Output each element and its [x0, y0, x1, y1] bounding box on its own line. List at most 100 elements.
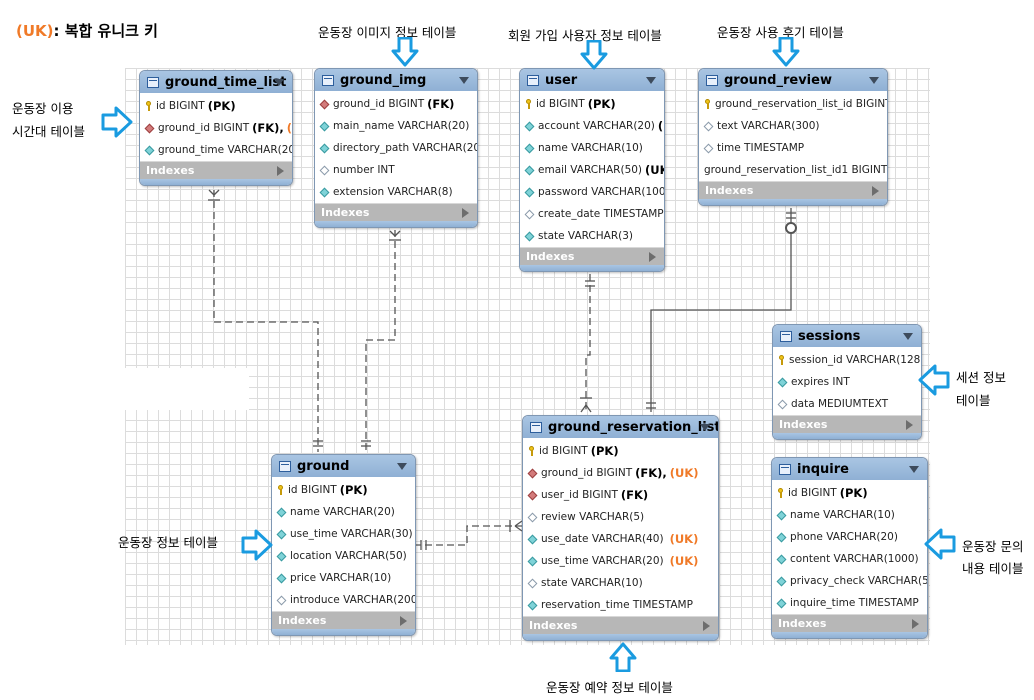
- field-text: name VARCHAR(10): [790, 509, 895, 521]
- arrow-left-icon: [918, 364, 950, 396]
- table-field[interactable]: user_id BIGINT(FK): [523, 484, 718, 506]
- column-icon: [524, 143, 535, 153]
- table-field[interactable]: session_id VARCHAR(128)(PK): [773, 349, 921, 371]
- table-field[interactable]: password VARCHAR(100): [520, 181, 664, 203]
- table-field[interactable]: use_time VARCHAR(20)(UK): [523, 550, 718, 572]
- column-icon: [319, 121, 330, 131]
- table-field[interactable]: name VARCHAR(10): [520, 137, 664, 159]
- column-icon: [144, 145, 155, 155]
- column-icon: [776, 554, 787, 564]
- table-field[interactable]: content VARCHAR(1000): [772, 548, 927, 570]
- table-field[interactable]: use_time VARCHAR(30): [272, 523, 415, 545]
- table-header[interactable]: ground: [272, 455, 415, 477]
- table-footer: [315, 221, 477, 227]
- column-icon: [524, 231, 535, 241]
- table-header[interactable]: ground_reservation_list: [523, 416, 718, 438]
- table-field[interactable]: data MEDIUMTEXT: [773, 393, 921, 415]
- table-field[interactable]: id BIGINT(PK): [140, 95, 292, 117]
- table-field[interactable]: id BIGINT(PK): [772, 482, 927, 504]
- indexes-section[interactable]: Indexes: [699, 181, 887, 199]
- table-field[interactable]: id BIGINT(PK): [520, 93, 664, 115]
- table-header[interactable]: ground_time_list: [140, 71, 292, 93]
- chevron-right-icon[interactable]: [912, 619, 919, 629]
- table-field[interactable]: create_date TIMESTAMP: [520, 203, 664, 225]
- chevron-right-icon[interactable]: [872, 186, 879, 196]
- arrow-right-icon: [101, 106, 133, 138]
- table-field[interactable]: name VARCHAR(20): [272, 501, 415, 523]
- arrow-down-icon: [391, 37, 419, 67]
- field-text: id BIGINT: [788, 487, 837, 499]
- table-field[interactable]: state VARCHAR(10): [523, 572, 718, 594]
- table-field[interactable]: ground_reservation_list_id1 BIGINT: [699, 159, 887, 181]
- chevron-right-icon[interactable]: [400, 616, 407, 626]
- indexes-section[interactable]: Indexes: [773, 415, 921, 433]
- table-field[interactable]: ground_id BIGINT(FK),(UK): [140, 117, 292, 139]
- arrow-down-icon: [580, 40, 608, 70]
- table-field[interactable]: review VARCHAR(5): [523, 506, 718, 528]
- chevron-down-icon[interactable]: [274, 79, 284, 86]
- table-field[interactable]: state VARCHAR(3): [520, 225, 664, 247]
- table-field[interactable]: time TIMESTAMP: [699, 137, 887, 159]
- table-field[interactable]: id BIGINT(PK): [523, 440, 718, 462]
- field-text: text VARCHAR(300): [717, 120, 820, 132]
- table-field[interactable]: phone VARCHAR(20): [772, 526, 927, 548]
- table-field[interactable]: email VARCHAR(50)(UK): [520, 159, 664, 181]
- indexes-section[interactable]: Indexes: [315, 203, 477, 221]
- table-field[interactable]: text VARCHAR(300): [699, 115, 887, 137]
- table-field[interactable]: directory_path VARCHAR(20): [315, 137, 477, 159]
- table-field[interactable]: ground_reservation_list_id BIGINT(PK), (…: [699, 93, 887, 115]
- chevron-right-icon[interactable]: [649, 252, 656, 262]
- chevron-right-icon[interactable]: [906, 420, 913, 430]
- table-footer: [520, 265, 664, 271]
- field-text: ground_reservation_list_id BIGINT: [715, 98, 888, 110]
- indexes-section[interactable]: Indexes: [140, 161, 292, 179]
- indexes-section[interactable]: Indexes: [520, 247, 664, 265]
- chevron-right-icon[interactable]: [462, 208, 469, 218]
- chevron-down-icon[interactable]: [459, 77, 469, 84]
- table-header[interactable]: inquire: [772, 458, 927, 480]
- table-header[interactable]: user: [520, 69, 664, 91]
- table-header[interactable]: ground_review: [699, 69, 887, 91]
- table-field[interactable]: number INT: [315, 159, 477, 181]
- table-header[interactable]: sessions: [773, 325, 921, 347]
- chevron-down-icon[interactable]: [869, 77, 879, 84]
- table-field[interactable]: ground_id BIGINT(FK),(UK): [523, 462, 718, 484]
- indexes-section[interactable]: Indexes: [272, 611, 415, 629]
- table-field[interactable]: expires INT: [773, 371, 921, 393]
- chevron-down-icon[interactable]: [903, 333, 913, 340]
- table-field[interactable]: extension VARCHAR(8): [315, 181, 477, 203]
- table-field[interactable]: id BIGINT(PK): [272, 479, 415, 501]
- chevron-right-icon[interactable]: [277, 166, 284, 176]
- table-field[interactable]: main_name VARCHAR(20): [315, 115, 477, 137]
- chevron-down-icon[interactable]: [909, 466, 919, 473]
- chevron-down-icon[interactable]: [397, 463, 407, 470]
- table-field[interactable]: account VARCHAR(20)(UK): [520, 115, 664, 137]
- table-field[interactable]: privacy_check VARCHAR(5): [772, 570, 927, 592]
- table-field[interactable]: price VARCHAR(10): [272, 567, 415, 589]
- chevron-down-icon[interactable]: [700, 424, 710, 431]
- table-name: ground_reservation_list: [548, 419, 719, 435]
- column-icon: [776, 510, 787, 520]
- table-header[interactable]: ground_img: [315, 69, 477, 91]
- chevron-right-icon[interactable]: [703, 621, 710, 631]
- table-field[interactable]: ground_time VARCHAR(20)(UK): [140, 139, 292, 161]
- indexes-section[interactable]: Indexes: [772, 614, 927, 632]
- chevron-down-icon[interactable]: [646, 77, 656, 84]
- table-icon: [530, 421, 542, 433]
- table-field[interactable]: inquire_time TIMESTAMP: [772, 592, 927, 614]
- table-field[interactable]: use_date VARCHAR(40)(UK): [523, 528, 718, 550]
- table-field[interactable]: name VARCHAR(10): [772, 504, 927, 526]
- table-field[interactable]: location VARCHAR(50): [272, 545, 415, 567]
- table-field[interactable]: reservation_time TIMESTAMP: [523, 594, 718, 616]
- table-field[interactable]: introduce VARCHAR(200): [272, 589, 415, 611]
- indexes-section[interactable]: Indexes: [523, 616, 718, 634]
- table-field[interactable]: ground_id BIGINT(FK): [315, 93, 477, 115]
